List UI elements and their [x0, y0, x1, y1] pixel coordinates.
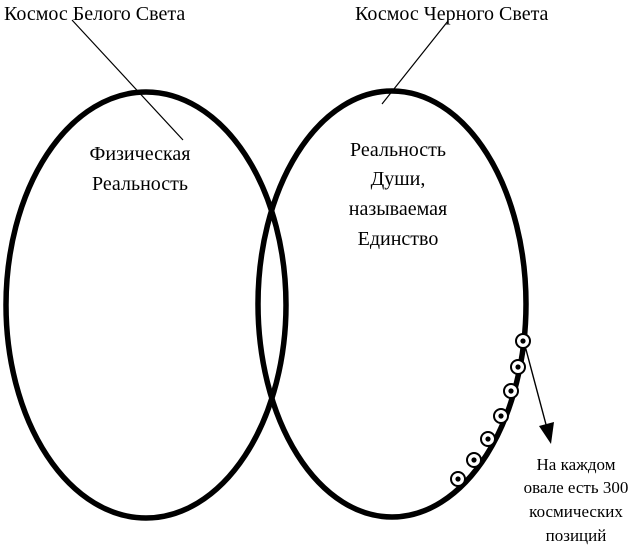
positions-note-line-4: позиций — [545, 526, 607, 545]
positions-note-line-2: овале есть 300 — [523, 478, 629, 497]
physical-reality-line-2: Реальность — [91, 173, 189, 195]
cosmic-position-marker — [450, 471, 466, 487]
positions-note-line-1: На каждом — [536, 455, 616, 474]
cosmic-position-marker — [493, 408, 509, 424]
soul-reality-line-3: называемая — [348, 198, 448, 220]
cosmic-position-marker — [510, 359, 526, 375]
cosmic-position-marker — [515, 333, 531, 349]
black-cosmos-oval — [255, 88, 529, 520]
positions-note-line-3: космических — [529, 502, 623, 521]
cosmic-position-marker — [466, 452, 482, 468]
white-cosmos-title: Космос Белого Света — [4, 3, 186, 25]
note-arrow-head — [539, 422, 554, 444]
cosmic-position-marker — [480, 431, 496, 447]
white-cosmos-leader-line — [71, 19, 184, 141]
cosmic-position-marker — [503, 383, 519, 399]
black-cosmos-title: Космос Черного Света — [355, 3, 549, 25]
physical-reality-line-1: Физическая — [89, 143, 191, 165]
soul-reality-line-2: Души, — [370, 168, 426, 190]
soul-reality-line-4: Единство — [357, 228, 439, 250]
soul-reality-line-1: Реальность — [349, 139, 447, 161]
note-arrow-line — [523, 341, 549, 433]
white-cosmos-oval — [3, 89, 289, 521]
